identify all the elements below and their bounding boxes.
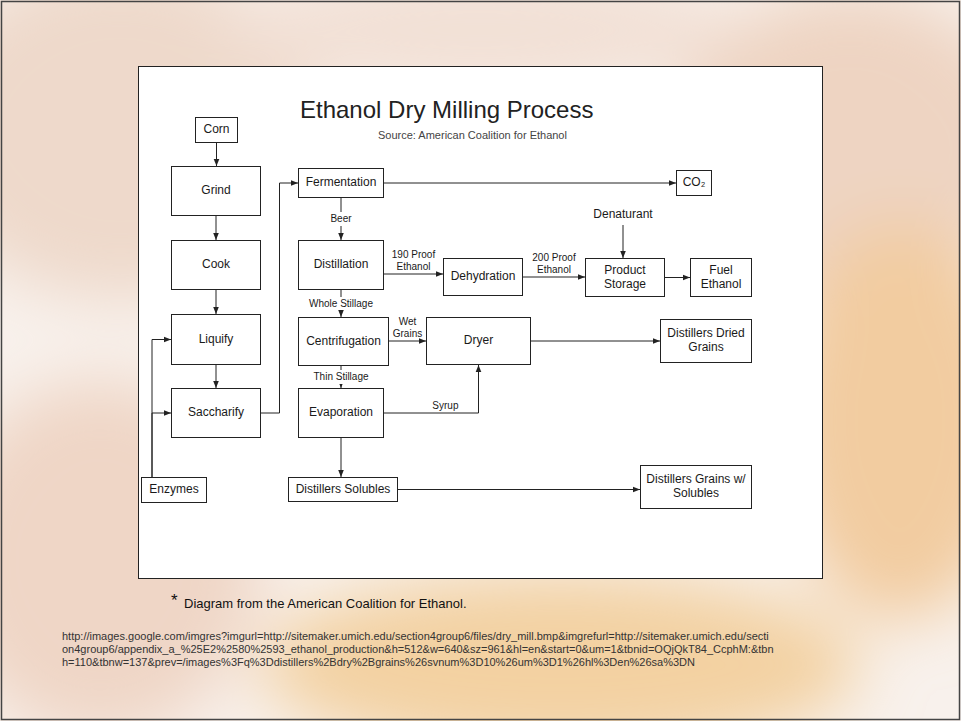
box-label: Saccharify	[188, 406, 244, 420]
flow-arrow	[523, 277, 585, 278]
process-box: Distillers Dried Grains	[660, 319, 752, 363]
input-label: Denaturant	[593, 207, 652, 221]
process-box: Distillers Grains w/ Solubles	[640, 465, 752, 509]
flow-arrow	[216, 143, 217, 166]
box-label: Cook	[202, 258, 230, 272]
connectors	[152, 143, 690, 490]
box-label: Product Storage	[591, 264, 659, 292]
process-box: Grind	[171, 166, 261, 216]
box-label: Fermentation	[306, 176, 377, 190]
denaturant-arrow	[623, 225, 624, 258]
flow-label: Syrup	[432, 400, 458, 412]
footnote-mark: *	[171, 591, 178, 611]
flow-arrow	[389, 341, 426, 342]
box-label: Enzymes	[149, 483, 198, 497]
box-label: Dryer	[464, 334, 493, 348]
flow-label: Beer	[328, 212, 353, 226]
process-box: Enzymes	[141, 477, 207, 503]
flow-label: 200 Proof Ethanol	[527, 252, 581, 275]
process-box: Cook	[171, 240, 261, 290]
box-label: Distillers Solubles	[296, 483, 391, 497]
process-box: Distillers Solubles	[288, 477, 398, 502]
flow-label: Wet Grains	[388, 316, 428, 339]
flow-arrow	[665, 277, 690, 278]
process-box: Centrifugation	[298, 317, 389, 366]
process-box: Dehydration	[443, 258, 523, 296]
flow-arrow	[341, 438, 342, 477]
process-box: Fuel Ethanol	[690, 258, 752, 297]
flow-arrow	[261, 183, 298, 413]
box-label: Liquify	[199, 333, 234, 347]
box-label: Grind	[201, 184, 230, 198]
box-label: Corn	[203, 123, 229, 137]
flow-arrow	[531, 341, 660, 342]
flow-label: 190 Proof Ethanol	[387, 249, 441, 272]
process-box: Liquify	[171, 314, 261, 365]
box-label: Distillers Grains w/ Solubles	[646, 473, 746, 501]
process-box: Saccharify	[171, 388, 261, 438]
flow-arrow	[216, 290, 217, 314]
process-box: Corn	[195, 117, 238, 143]
process-box: CO₂	[676, 170, 712, 196]
box-label: Distillers Dried Grains	[666, 327, 746, 355]
box-label: Centrifugation	[306, 335, 381, 349]
process-box: Distillation	[298, 240, 384, 290]
box-label: Evaporation	[309, 406, 373, 420]
flow-arrow	[384, 274, 443, 275]
flow-label: Thin Stillage	[311, 370, 370, 384]
flow-arrow	[216, 216, 217, 240]
flow-arrow	[398, 489, 640, 490]
source-url: http://images.google.com/imgres?imgurl=h…	[62, 630, 952, 670]
flow-label: Whole Stillage	[307, 297, 375, 311]
flow-arrow	[384, 183, 676, 184]
box-label: CO₂	[683, 176, 706, 190]
flow-arrow	[152, 340, 171, 478]
diagram-panel	[139, 67, 823, 579]
box-label: Dehydration	[451, 270, 516, 284]
flow-arrow	[384, 365, 479, 413]
process-box: Evaporation	[298, 388, 384, 438]
box-label: Distillation	[314, 258, 369, 272]
diagram-title: Ethanol Dry Milling Process	[300, 96, 593, 124]
process-box: Dryer	[426, 317, 531, 365]
process-box: Fermentation	[298, 168, 384, 198]
source-subtitle: Source: American Coalition for Ethanol	[378, 129, 567, 141]
process-box: Product Storage	[585, 258, 665, 297]
flow-arrow	[216, 365, 217, 388]
figure-caption: Diagram from the American Coalition for …	[184, 596, 467, 611]
flow-arrow	[152, 413, 171, 477]
box-label: Fuel Ethanol	[696, 264, 746, 292]
